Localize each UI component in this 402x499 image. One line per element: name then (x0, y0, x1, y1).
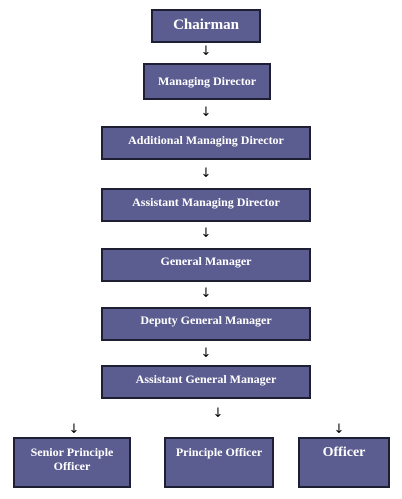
node-general-manager-label: General Manager (160, 254, 252, 268)
node-officer: Officer (298, 437, 390, 488)
node-managing-director: Managing Director (143, 63, 271, 100)
arrow-down-icon: ↓ (212, 406, 224, 421)
node-assistant-managing-director-label: Assistant Managing Director (132, 195, 280, 209)
arrow-down-icon: ↓ (200, 346, 212, 361)
node-additional-managing-director: Additional Managing Director (101, 126, 311, 160)
node-principle-officer-label: Principle Officer (175, 445, 263, 459)
node-general-manager: General Manager (101, 248, 311, 282)
node-assistant-managing-director: Assistant Managing Director (101, 188, 311, 222)
arrow-down-icon: ↓ (200, 105, 212, 120)
node-chairman-label: Chairman (173, 17, 239, 33)
node-senior-principle-officer-label: Senior Principle Officer (30, 445, 114, 474)
arrow-down-icon: ↓ (200, 226, 212, 241)
arrow-down-icon: ↓ (200, 286, 212, 301)
arrow-down-icon: ↓ (333, 422, 345, 437)
node-deputy-general-manager-label: Deputy General Manager (140, 313, 272, 327)
node-deputy-general-manager: Deputy General Manager (101, 307, 311, 341)
node-assistant-general-manager: Assistant General Manager (101, 365, 311, 399)
node-assistant-general-manager-label: Assistant General Manager (135, 372, 277, 386)
arrow-down-icon: ↓ (68, 422, 80, 437)
node-officer-label: Officer (322, 445, 366, 460)
node-senior-principle-officer: Senior Principle Officer (13, 437, 131, 488)
arrow-down-icon: ↓ (200, 166, 212, 181)
node-additional-managing-director-label: Additional Managing Director (128, 133, 284, 147)
node-principle-officer: Principle Officer (164, 437, 274, 488)
node-chairman: Chairman (151, 9, 261, 43)
node-managing-director-label: Managing Director (157, 74, 257, 88)
arrow-down-icon: ↓ (200, 44, 212, 59)
